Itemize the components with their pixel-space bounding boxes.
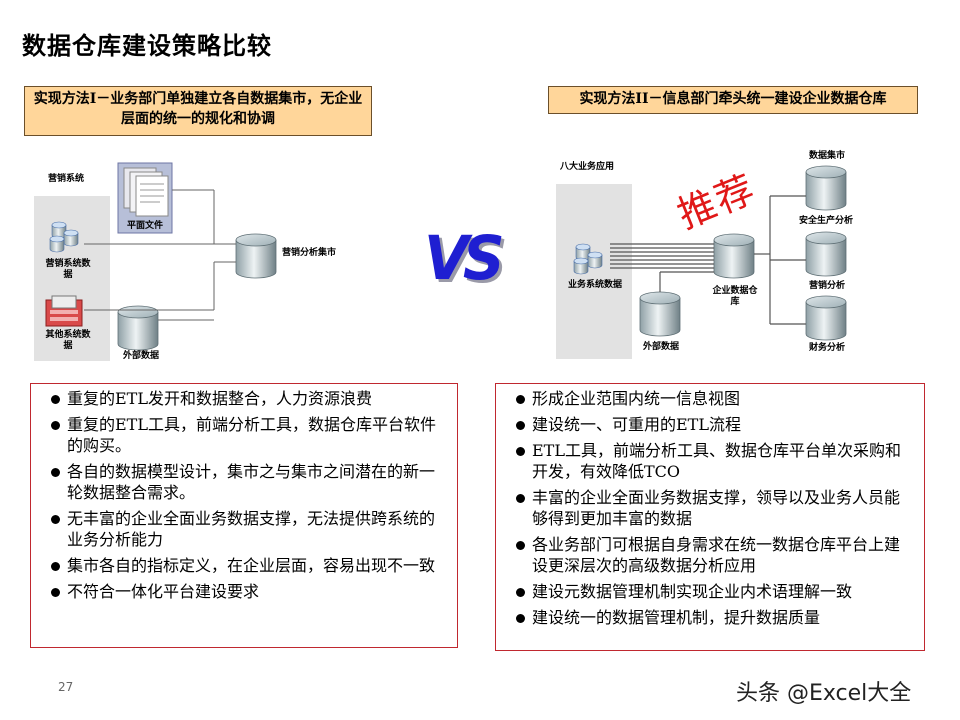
list-item: 建设统一的数据管理机制，提升数据质量 bbox=[516, 607, 914, 628]
list-item: 无丰富的企业全面业务数据支撑，无法提供跨系统的业务分析能力 bbox=[51, 508, 447, 550]
mart-marketing-cylinder bbox=[805, 231, 847, 277]
list-item: 建设统一、可重用的ETL流程 bbox=[516, 414, 914, 435]
right-external-label: 外部数据 bbox=[642, 342, 679, 352]
list-item: 集市各自的指标定义，在企业层面，容易出现不一致 bbox=[51, 555, 447, 576]
flat-file-icon bbox=[117, 162, 173, 234]
mart-finance-cylinder bbox=[805, 295, 847, 341]
biz-data-label: 业务系统数据 bbox=[568, 280, 623, 290]
list-item: 各业务部门可根据自身需求在统一数据仓库平台上建设更深层次的高级数据分析应用 bbox=[516, 534, 914, 576]
watermark: 头条 @Excel大全 bbox=[736, 681, 912, 706]
marketing-mart-label: 营销分析集市 bbox=[282, 248, 337, 258]
page-number: 27 bbox=[58, 680, 74, 694]
list-item: 重复的ETL发开和数据整合，人力资源浪费 bbox=[51, 388, 447, 409]
list-item: 形成企业范围内统一信息视图 bbox=[516, 388, 914, 409]
marketing-mart-cylinder bbox=[235, 233, 277, 279]
external-data-label: 外部数据 bbox=[122, 351, 159, 361]
mart-marketing-label: 营销分析 bbox=[808, 281, 845, 291]
database-icon bbox=[49, 221, 79, 253]
list-item: 不符合一体化平台建设要求 bbox=[51, 581, 447, 602]
other-data-label: 其他系统数据 bbox=[45, 330, 91, 351]
warehouse-cylinder bbox=[713, 233, 755, 279]
left-connectors bbox=[84, 189, 236, 321]
method-2-benefits: 形成企业范围内统一信息视图 建设统一、可重用的ETL流程 ETL工具，前端分析工… bbox=[495, 383, 925, 651]
marketing-data-label: 营销系统数据 bbox=[45, 259, 91, 280]
right-external-cylinder bbox=[639, 291, 681, 337]
right-connectors bbox=[610, 195, 806, 325]
right-source-panel bbox=[556, 184, 632, 359]
list-item: 重复的ETL工具，前端分析工具，数据仓库平台软件的购买。 bbox=[51, 414, 447, 456]
list-item: ETL工具，前端分析工具、数据仓库平台单次采购和开发，有效降低TCO bbox=[516, 440, 914, 482]
page-title: 数据仓库建设策略比较 bbox=[22, 31, 272, 60]
eight-apps-label: 八大业务应用 bbox=[560, 162, 615, 172]
method-1-drawbacks: 重复的ETL发开和数据整合，人力资源浪费 重复的ETL工具，前端分析工具，数据仓… bbox=[30, 383, 458, 648]
database-icon-right bbox=[573, 243, 603, 275]
mart-header-label: 数据集市 bbox=[808, 151, 845, 161]
mart-safety-cylinder bbox=[805, 165, 847, 211]
method-2-box: 实现方法II－信息部门牵头统一建设企业数据仓库 bbox=[548, 86, 918, 114]
vs-graphic: VS bbox=[424, 222, 505, 294]
warehouse-label: 企业数据仓库 bbox=[712, 286, 758, 307]
list-item: 各自的数据模型设计，集市之与集市之间潜在的新一轮数据整合需求。 bbox=[51, 461, 447, 503]
marketing-system-label: 营销系统 bbox=[48, 174, 85, 184]
method-1-box: 实现方法I－业务部门单独建立各自数据集市，无企业层面的统一的规化和协调 bbox=[24, 86, 372, 136]
flat-file-label: 平面文件 bbox=[126, 221, 163, 231]
external-data-cylinder bbox=[117, 305, 159, 351]
list-item: 丰富的企业全面业务数据支撑，领导以及业务人员能够得到更加丰富的数据 bbox=[516, 487, 914, 529]
list-item: 建设元数据管理机制实现企业内术语理解一致 bbox=[516, 581, 914, 602]
left-source-panel bbox=[34, 196, 110, 361]
server-icon bbox=[45, 295, 83, 327]
mart-safety-label: 安全生产分析 bbox=[798, 216, 853, 226]
mart-finance-label: 财务分析 bbox=[808, 343, 845, 353]
